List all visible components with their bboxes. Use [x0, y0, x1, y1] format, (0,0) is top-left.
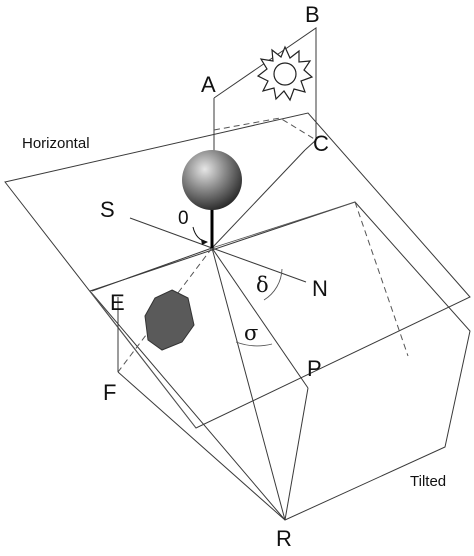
tilted-fold-left [89, 290, 197, 429]
ray-to-p [211, 247, 309, 389]
label-e: E [110, 290, 125, 315]
label-a: A [201, 72, 216, 97]
label-p: P [307, 356, 322, 381]
label-delta: δ [256, 273, 269, 297]
sun-plane-hidden-edge [213, 117, 317, 141]
label-horizontal: Horizontal [22, 135, 90, 152]
ray-to-f [117, 247, 213, 373]
label-s: S [100, 197, 115, 222]
edge-f-r [117, 371, 286, 521]
shadow-blob [144, 289, 195, 351]
label-r: R [276, 526, 292, 551]
edge-p-r [284, 387, 309, 521]
ray-to-s [129, 217, 213, 249]
label-tilted: Tilted [410, 473, 446, 490]
ray-to-c [211, 149, 306, 249]
sigma-arc [235, 341, 273, 347]
sphere [182, 150, 242, 210]
tilted-hidden-edge-right [354, 201, 409, 357]
label-n: N [312, 276, 328, 301]
ray-to-e [91, 247, 213, 292]
sun-icon [256, 45, 314, 102]
label-sigma: σ [244, 321, 258, 345]
ray-to-n [211, 247, 307, 283]
label-b: B [305, 2, 320, 27]
label-f: F [103, 380, 116, 405]
ray-horizontal-right [211, 201, 356, 249]
label-c: C [313, 131, 329, 156]
delta-arc [263, 268, 283, 301]
zero-arc-arrow [192, 226, 208, 243]
ray-to-r [211, 247, 286, 521]
label-zero-angle: 0 [178, 208, 189, 229]
zero-arrowhead [201, 239, 208, 245]
tilted-plane [89, 201, 471, 521]
horizontal-plane [4, 112, 471, 429]
